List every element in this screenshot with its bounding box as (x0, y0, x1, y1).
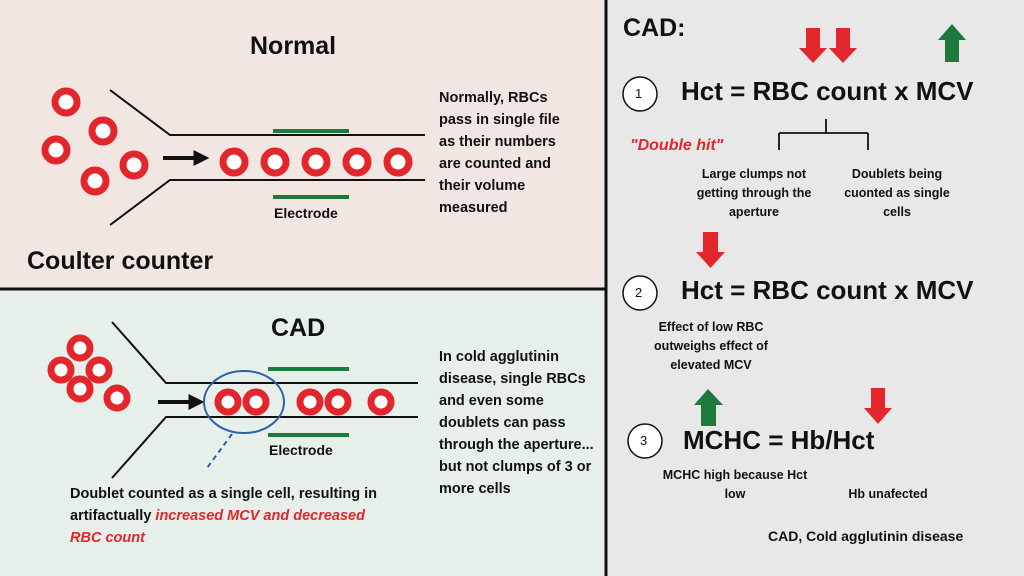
rbc-cell (242, 388, 270, 416)
cad-panel (0, 289, 606, 576)
step-3-circle (627, 423, 663, 459)
hct-decrease-arrow (864, 388, 892, 424)
step-3-number: 3 (640, 433, 648, 448)
step-3-note-hb: Hb unafected (848, 487, 928, 501)
right-panel (606, 0, 1024, 576)
step-1-circle (622, 76, 658, 112)
reason-doublets: Doublets being cuonted as single cells (844, 167, 950, 219)
hct-decrease-arrows (799, 28, 857, 63)
rbc-decrease-arrow (696, 232, 725, 268)
doublet-pointer-line (206, 433, 233, 469)
cad-electrode-label: Electrode (269, 442, 333, 458)
footnote: CAD, Cold agglutinin disease (768, 528, 964, 544)
rbc-cell (342, 147, 372, 177)
rbc-cell (66, 334, 94, 362)
normal-title: Normal (250, 32, 337, 60)
step-1-equation: Hct = RBC count x MCV (681, 76, 974, 106)
rbc-cell (301, 147, 331, 177)
rbc-cell (85, 356, 113, 384)
normal-aperture (109, 89, 425, 226)
mchc-increase-arrow (694, 389, 723, 426)
rbc-cell (80, 166, 110, 196)
doublet-note-plain: Doublet counted as a single cell, result… (70, 486, 377, 524)
doublet-highlight-circle (203, 370, 285, 434)
reason-large-clumps: Large clumps not getting through the ape… (696, 167, 812, 219)
rbc-cell (260, 147, 290, 177)
rbc-cell (119, 150, 149, 180)
right-heading: CAD: (623, 14, 686, 42)
step-3-note-mchc: MCHC high because Hct low (662, 468, 808, 501)
doublet-note-highlight: increased MCV and decreased RBC count (70, 508, 365, 546)
normal-rbc-group (41, 87, 413, 196)
rbc-cell (88, 116, 118, 146)
step-2-equation: Hct = RBC count x MCV (681, 275, 974, 305)
rbc-cell (214, 388, 242, 416)
double-hit-label: "Double hit" (630, 137, 724, 154)
cad-title: CAD (271, 314, 326, 342)
step-2-circle (622, 275, 658, 311)
normal-electrode-label: Electrode (274, 205, 338, 221)
coulter-counter-label: Coulter counter (27, 247, 214, 275)
rbc-cell (324, 388, 352, 416)
rbc-cell (103, 384, 131, 412)
rbc-cell (367, 388, 395, 416)
normal-description: Normally, RBCs pass in single file as th… (439, 90, 560, 216)
red-down-arrow (799, 28, 827, 63)
step-2-number: 2 (635, 285, 643, 300)
cad-description: In cold agglutinin disease, single RBCs … (439, 349, 594, 497)
doublet-note: Doublet counted as a single cell, result… (70, 483, 390, 549)
rbc-cell (51, 87, 81, 117)
step-3-equation: MCHC = Hb/Hct (683, 425, 875, 455)
red-down-arrow (829, 28, 857, 63)
rbc-cell (219, 147, 249, 177)
mcv-increase-arrow (938, 24, 966, 62)
rbc-cell (296, 388, 324, 416)
step-1-number: 1 (635, 86, 643, 101)
rbc-cell (47, 356, 75, 384)
cad-aperture (111, 321, 418, 479)
rbc-cell (41, 135, 71, 165)
rbc-cell (66, 375, 94, 403)
cad-rbc-channel (214, 388, 395, 416)
step-2-note: Effect of low RBC outweighs effect of el… (654, 320, 768, 372)
cad-rbc-clump (47, 334, 131, 412)
rbc-cell (383, 147, 413, 177)
double-hit-bracket (778, 119, 869, 150)
